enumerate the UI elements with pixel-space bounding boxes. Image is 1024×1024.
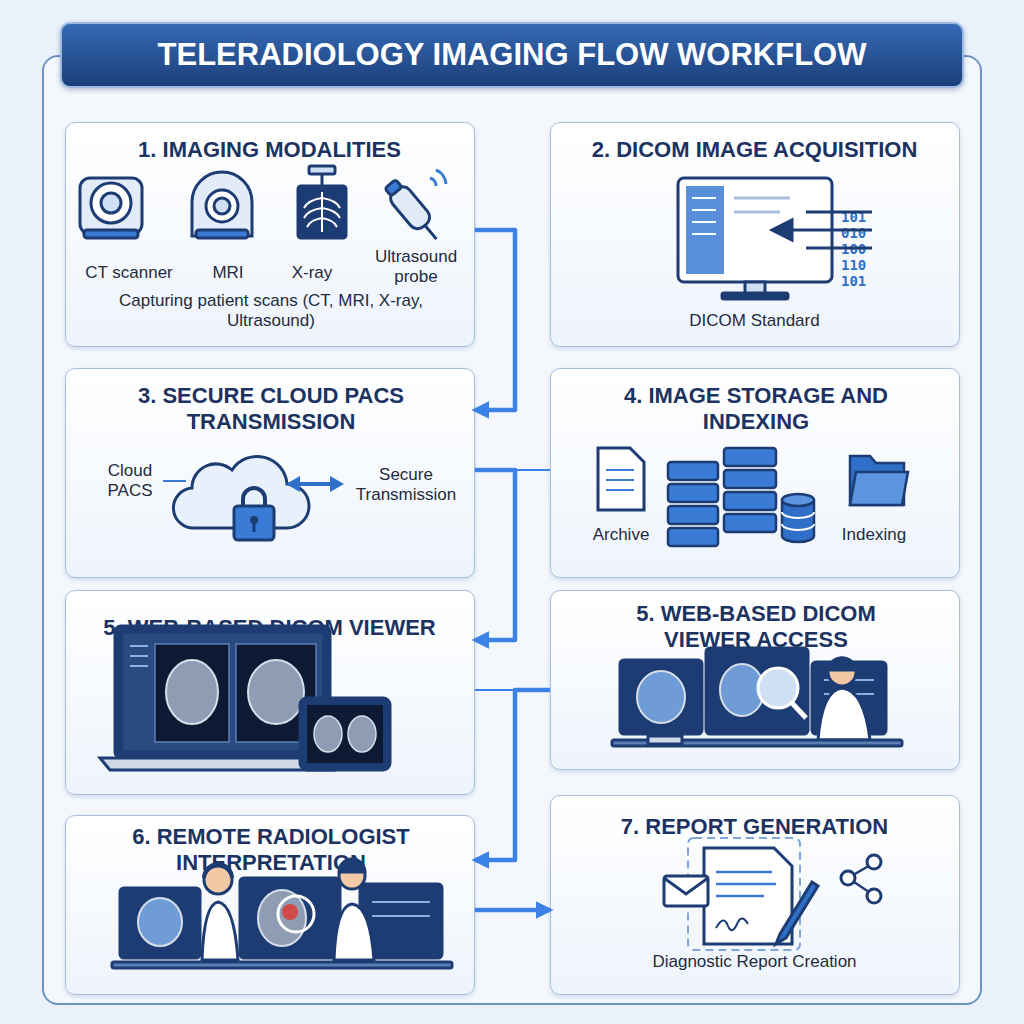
process-box: 2. DICOM IMAGE ACQUISITION 101 010 100 11… bbox=[550, 122, 960, 347]
box-label: Ultrasound probe bbox=[356, 247, 476, 288]
process-box: 6. REMOTE RADIOLOGIST INTERPRETATION bbox=[65, 815, 475, 995]
process-box: 1. IMAGING MODALITIES CT scannerMRIX-rayU… bbox=[65, 122, 475, 347]
box-heading: 6. REMOTE RADIOLOGIST INTERPRETATION bbox=[91, 824, 451, 877]
process-box: 5. WEB-BASED DICOM VIEWER ACCESS bbox=[550, 590, 960, 770]
box-label: DICOM Standard bbox=[551, 311, 958, 331]
box-label: CT scanner bbox=[74, 263, 184, 283]
flow-arrow bbox=[475, 469, 550, 471]
process-box: 5. WEB-BASED DICOM VIEWER bbox=[65, 590, 475, 795]
box-label: Capturing patient scans (CT, MRI, X-ray,… bbox=[86, 291, 456, 332]
diagram-title: TELERADIOLOGY IMAGING FLOW WORKFLOW bbox=[60, 22, 964, 88]
box-label: Indexing bbox=[819, 525, 929, 545]
flow-arrow bbox=[475, 690, 550, 860]
box-heading: 3. SECURE CLOUD PACS TRANSMISSION bbox=[101, 383, 441, 436]
box-label: X-ray bbox=[266, 263, 358, 283]
flow-arrow bbox=[475, 470, 515, 640]
flow-arrow bbox=[475, 689, 550, 691]
box-heading: 2. DICOM IMAGE ACQUISITION bbox=[551, 137, 958, 163]
process-box: 3. SECURE CLOUD PACS TRANSMISSION Cloud P… bbox=[65, 368, 475, 578]
binary-digits: 101 010 100 110 101 bbox=[841, 209, 881, 289]
box-label: Diagnostic Report Creation bbox=[551, 952, 958, 972]
box-heading: 7. REPORT GENERATION bbox=[551, 814, 958, 840]
box-heading: 4. IMAGE STORAGE AND INDEXING bbox=[591, 383, 921, 436]
flow-arrow bbox=[475, 230, 515, 410]
box-heading: 1. IMAGING MODALITIES bbox=[66, 137, 473, 163]
box-heading: 5. WEB-BASED DICOM VIEWER bbox=[66, 615, 473, 641]
process-box: 4. IMAGE STORAGE AND INDEXING Archive Inde… bbox=[550, 368, 960, 578]
process-box: 7. REPORT GENERATION Diagnostic Report Cr… bbox=[550, 795, 960, 995]
box-label: MRI bbox=[186, 263, 270, 283]
box-label: Secure Transmission bbox=[336, 465, 476, 506]
flow-arrow bbox=[475, 908, 550, 913]
box-label: Cloud PACS bbox=[88, 461, 172, 502]
box-heading: 5. WEB-BASED DICOM VIEWER ACCESS bbox=[591, 601, 921, 654]
box-label: Archive bbox=[566, 525, 676, 545]
